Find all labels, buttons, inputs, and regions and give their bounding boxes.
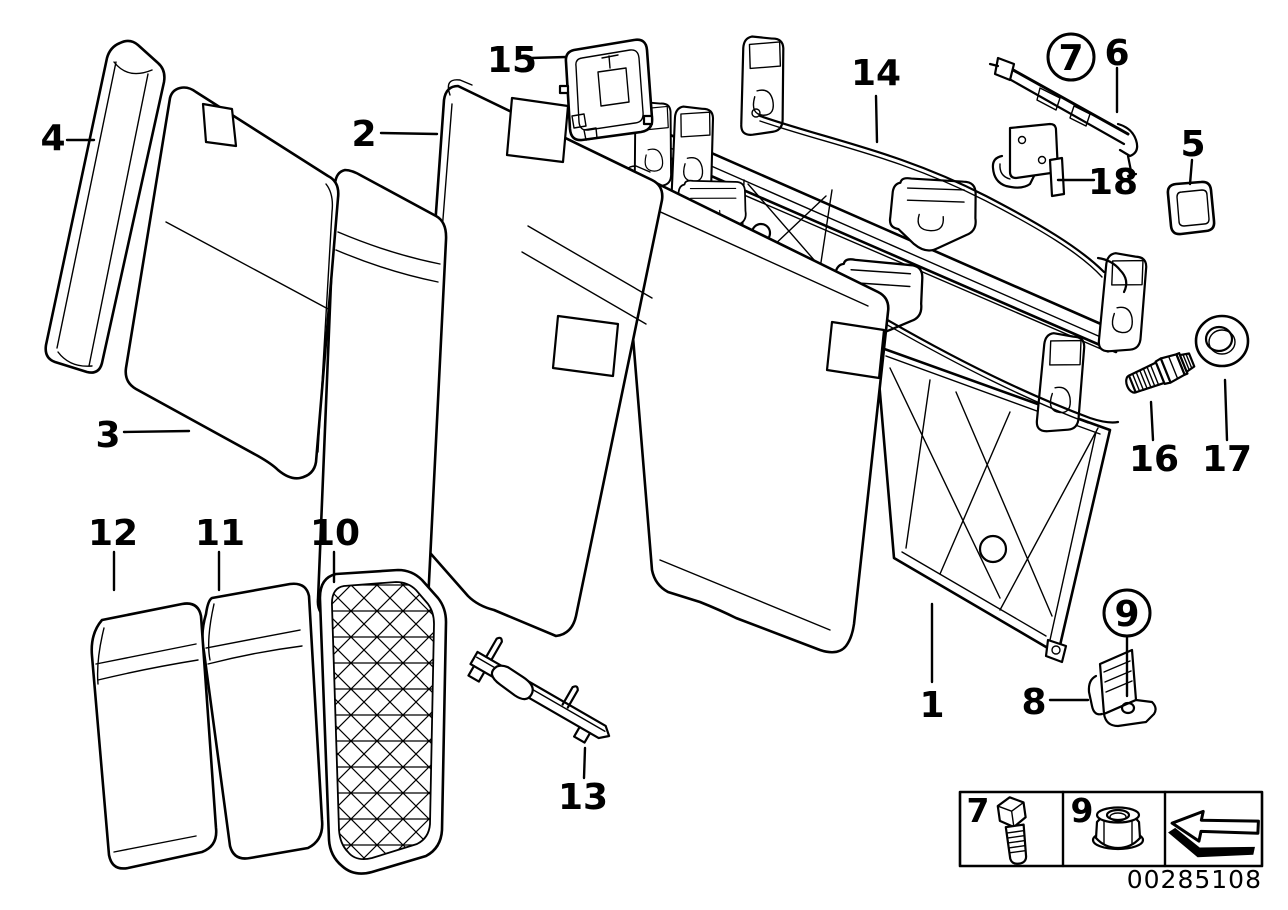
backrest-cover-part-2	[412, 79, 664, 638]
flange-nut-icon	[1091, 806, 1145, 851]
callout-9: 9	[1114, 594, 1139, 635]
lock-plate-part-15	[558, 38, 654, 142]
callout-18: 18	[1088, 162, 1138, 203]
callout-5: 5	[1180, 124, 1205, 165]
callout-11: 11	[195, 513, 245, 554]
side-bolster-part-4	[44, 39, 166, 374]
callout-13: 13	[558, 777, 608, 818]
hex-bolt-icon	[996, 796, 1028, 865]
legend-nut-label: 9	[1071, 791, 1094, 830]
lattice-panel-part-10	[318, 568, 448, 875]
pad-part-5	[1166, 180, 1216, 236]
rail-strip-part-13	[467, 636, 611, 744]
latch-rail-part-6	[988, 56, 1139, 178]
backrest-frame-part-1	[631, 35, 1152, 664]
callout-4: 4	[40, 118, 65, 159]
bracket-part-18	[991, 122, 1066, 198]
callout-7: 7	[1058, 38, 1083, 79]
threaded-plug-part-16	[1125, 352, 1196, 394]
callout-10: 10	[310, 513, 360, 554]
callout-8: 8	[1021, 682, 1046, 723]
legend-bolt-label: 7	[967, 791, 990, 830]
backrest-cover-right-panel	[619, 165, 890, 654]
callout-12: 12	[88, 513, 138, 554]
pad-part-11	[201, 582, 324, 860]
callout-16: 16	[1129, 439, 1179, 480]
callout-15: 15	[487, 40, 537, 81]
washer-ring-part-17	[1194, 314, 1250, 368]
direction-arrow-icon	[1168, 809, 1260, 858]
angle-bracket-part-8	[1087, 648, 1157, 728]
pad-part-12	[90, 602, 218, 870]
callout-labels: 1 2 3 4 5 6 7 8 9 10 11 12 13 14 15 16 1…	[40, 32, 1252, 818]
callout-6: 6	[1104, 33, 1129, 74]
leader-lines	[65, 55, 1229, 780]
callout-2: 2	[351, 114, 376, 155]
callout-14: 14	[851, 53, 901, 94]
image-number: 00285108	[1127, 865, 1262, 894]
callout-9-circle	[1102, 588, 1152, 638]
callout-17: 17	[1202, 439, 1252, 480]
bowden-cable-part-14	[751, 108, 1128, 424]
callout-1: 1	[919, 685, 944, 726]
callout-3: 3	[95, 415, 120, 456]
callout-7-circle	[1046, 32, 1096, 82]
legend: 7 9	[958, 790, 1264, 868]
backrest-cushion-part-3	[124, 86, 340, 480]
